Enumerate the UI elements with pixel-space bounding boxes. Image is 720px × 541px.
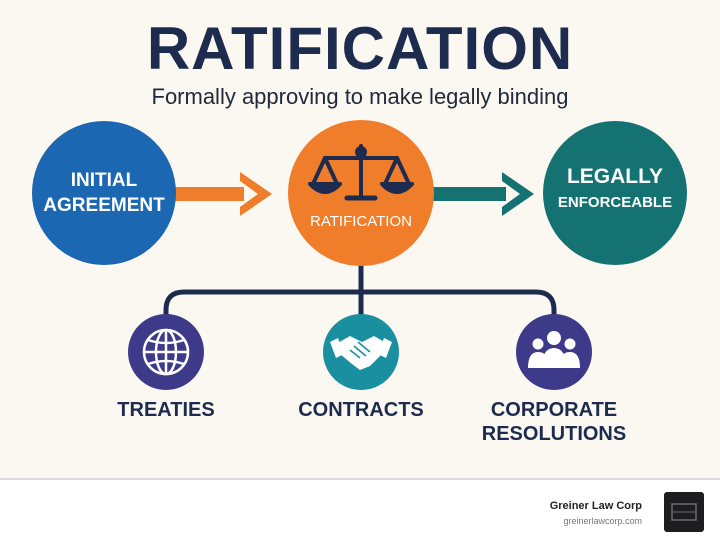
legally-enforceable-line2: ENFORCEABLE [557,194,673,211]
logo-mark-icon [671,503,697,521]
brand-url[interactable]: greinerlawcorp.com [563,516,642,526]
initial-agreement-label: INITIAL AGREEMENT [32,168,176,218]
flow-diagram [32,120,687,390]
branch-label-line: CONTRACTS [298,399,424,421]
page-title: RATIFICATION [146,15,574,82]
people-group-icon [528,331,580,368]
branch-label-line: RESOLUTIONS [481,423,627,445]
initial-agreement-line2: AGREEMENT [43,195,165,216]
branch-label-contracts: CONTRACTS [281,398,441,422]
legally-enforceable-label: LEGALLY ENFORCEABLE [543,164,687,216]
brand-name: Greiner Law Corp [549,500,642,512]
ratification-circle-label: RATIFICATION [310,213,412,230]
legally-enforceable-line1: LEGALLY [566,165,664,188]
branch-label-corporate-resolutions: CORPORATE RESOLUTIONS [464,398,644,446]
page-subtitle: Formally approving to make legally bindi… [151,84,569,109]
brand-logo [664,492,704,532]
handshake-icon [330,336,392,370]
arrow-to-ratification [172,172,272,216]
initial-agreement-circle [32,121,176,265]
branch-label-treaties: TREATIES [86,398,246,422]
branch-label-line: CORPORATE [490,399,618,421]
initial-agreement-line1: INITIAL [70,170,138,191]
globe-icon [142,328,190,376]
scales-of-justice-icon [308,144,414,201]
branch-label-line: TREATIES [117,399,215,421]
footer-divider [0,478,720,480]
arrow-to-enforceable [430,172,534,216]
legally-enforceable-circle [543,121,687,265]
branch-connectors [163,259,557,323]
